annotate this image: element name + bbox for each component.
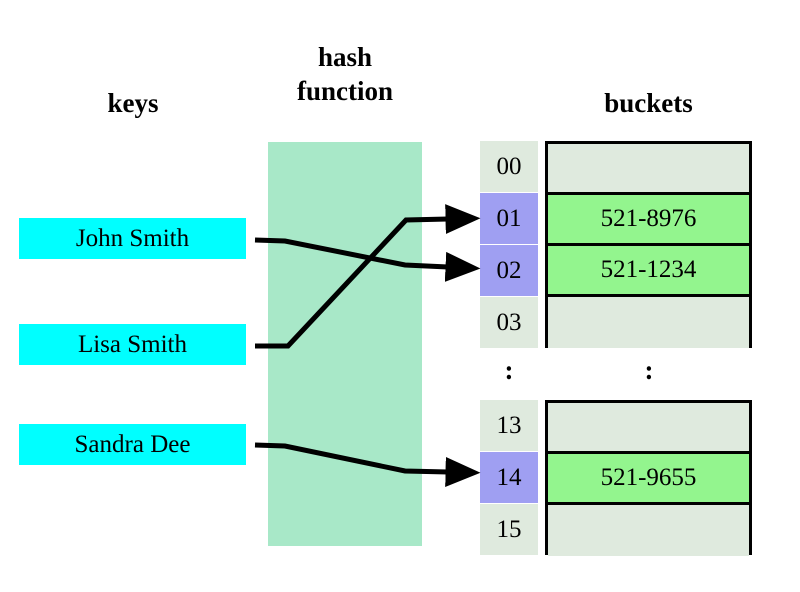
heading-hash-function: hash function <box>296 42 394 106</box>
bucket-cell-13 <box>548 403 749 454</box>
bucket-cell-14: 521-9655 <box>548 454 749 505</box>
index-cell-15: 15 <box>480 504 538 555</box>
index-cell-03: 03 <box>480 297 538 348</box>
index-cell-00: 00 <box>480 141 538 192</box>
ellipsis-bucket-column: : <box>644 355 654 385</box>
bucket-cell-15 <box>548 505 749 556</box>
key-box-john-smith: John Smith <box>19 218 246 259</box>
ellipsis-index-column: : <box>504 355 514 385</box>
bucket-cell-00 <box>548 144 749 195</box>
index-cell-01: 01 <box>480 193 538 244</box>
bucket-group-top: 521-8976 521-1234 <box>545 141 752 348</box>
index-cell-13: 13 <box>480 400 538 451</box>
key-box-sandra-dee: Sandra Dee <box>19 424 246 465</box>
bucket-group-bottom: 521-9655 <box>545 400 752 556</box>
bucket-cell-02: 521-1234 <box>548 246 749 297</box>
bucket-cell-03 <box>548 297 749 348</box>
heading-keys: keys <box>107 88 159 118</box>
index-cell-14: 14 <box>480 452 538 503</box>
hash-function-column <box>268 142 422 546</box>
index-cell-02: 02 <box>480 245 538 296</box>
bucket-cell-01: 521-8976 <box>548 195 749 246</box>
key-box-lisa-smith: Lisa Smith <box>19 324 246 365</box>
heading-buckets: buckets <box>604 88 693 118</box>
